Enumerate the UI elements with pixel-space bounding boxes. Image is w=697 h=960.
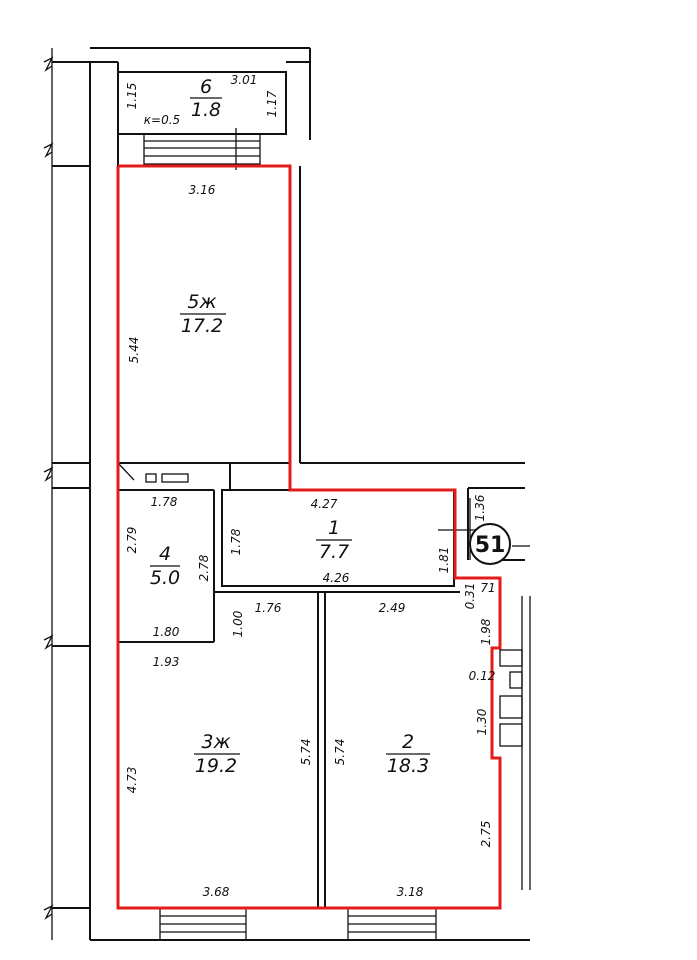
dim-room2-left: 5.74 <box>333 739 347 766</box>
dim-room2-right-b: 1.30 <box>475 708 489 735</box>
room-number: 3ж <box>201 731 230 753</box>
apartment-badge: 51 <box>469 523 511 565</box>
dim-room2-top: 2.49 <box>379 601 406 615</box>
room-5-label: 5ж 17.2 <box>180 291 226 337</box>
dim-balcony-right: 1.17 <box>265 90 279 117</box>
dim-room2-right-a: 1.98 <box>479 618 493 645</box>
room-area: 1.8 <box>191 99 221 121</box>
room-number: 1 <box>328 517 340 539</box>
room-area: 5.0 <box>150 567 180 589</box>
dim-jog-b: 71 <box>480 581 495 595</box>
dim-room3-left: 4.73 <box>125 767 139 794</box>
dim-corridor-width: 1.00 <box>231 610 245 637</box>
dim-niche-right: 1.36 <box>473 494 487 521</box>
room-number: 6 <box>200 76 212 98</box>
dim-room3-bottom: 3.68 <box>203 885 230 899</box>
dim-room5-top: 3.16 <box>189 183 216 197</box>
room-number: 2 <box>402 731 414 753</box>
dim-room1-left: 1.78 <box>229 528 243 555</box>
room-note: к=0.5 <box>144 113 180 127</box>
dim-room1-right: 1.81 <box>437 547 451 574</box>
apartment-boundary <box>116 164 502 910</box>
dim-balcony-left: 1.15 <box>125 83 139 110</box>
room-area: 7.7 <box>319 541 349 563</box>
dim-room3-top-a: 1.76 <box>255 601 282 615</box>
dim-room3-top-b: 1.93 <box>153 655 180 669</box>
dim-balcony-top: 3.01 <box>231 73 258 87</box>
room-3-label: 3ж 19.2 <box>194 731 240 777</box>
room-6-label: 6 1.8 к=0.5 <box>144 76 222 127</box>
dim-jog-a: 0.31 <box>463 583 477 610</box>
dim-room5-left: 5.44 <box>127 337 141 364</box>
dim-room4-left: 2.79 <box>125 527 139 554</box>
dim-room4-bottom: 1.80 <box>153 625 180 639</box>
dim-room4-right: 2.78 <box>197 554 211 581</box>
badge-number: 51 <box>475 533 506 558</box>
dim-room3-right: 5.74 <box>299 739 313 766</box>
room-area: 19.2 <box>195 755 237 777</box>
dim-room2-right-c: 2.75 <box>479 821 493 848</box>
room-area: 18.3 <box>387 755 429 777</box>
room-4-label: 4 5.0 <box>150 543 180 589</box>
dim-room2-bottom: 3.18 <box>397 885 424 899</box>
dim-room2-jog: 0.12 <box>469 669 496 683</box>
room-1-label: 1 7.7 <box>316 517 352 563</box>
dim-room1-bottom: 4.26 <box>323 571 350 585</box>
room-number: 5ж <box>187 291 216 313</box>
room-number: 4 <box>159 543 171 565</box>
dimension-labels: 1.15 3.01 1.17 3.16 5.44 1.78 2.79 2.78 … <box>125 73 496 899</box>
room-2-label: 2 18.3 <box>386 731 430 777</box>
dim-room4-top: 1.78 <box>151 495 178 509</box>
dim-room1-top: 4.27 <box>311 497 338 511</box>
room-area: 17.2 <box>181 315 223 337</box>
